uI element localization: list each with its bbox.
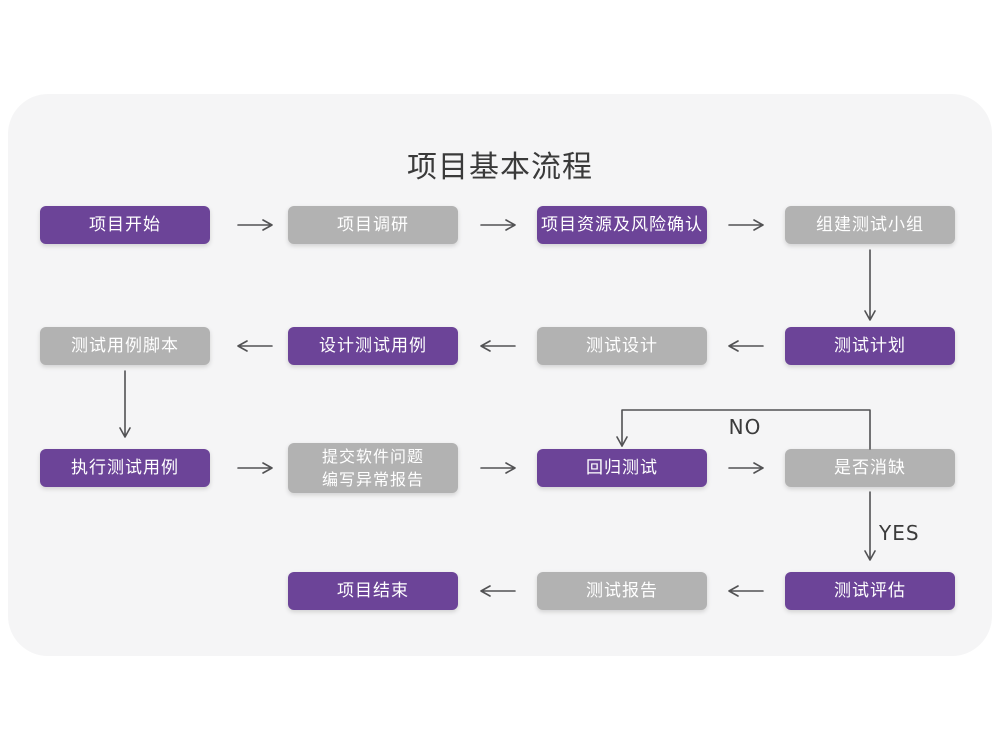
node-label: 项目调研 (337, 214, 409, 235)
node-project-end: 项目结束 (288, 572, 458, 610)
node-label: 项目开始 (89, 214, 161, 235)
node-label: 组建测试小组 (816, 214, 924, 235)
node-design-test-cases: 设计测试用例 (288, 327, 458, 365)
node-resources-risk-confirm: 项目资源及风险确认 (537, 206, 707, 244)
node-label: 测试设计 (586, 335, 658, 356)
node-label: 项目资源及风险确认 (541, 214, 703, 235)
node-project-research: 项目调研 (288, 206, 458, 244)
node-project-start: 项目开始 (40, 206, 210, 244)
node-label: 设计测试用例 (319, 335, 427, 356)
page-title: 项目基本流程 (407, 150, 593, 185)
node-label: 项目结束 (337, 580, 409, 601)
node-label: 测试评估 (834, 580, 906, 601)
node-label-line2: 编写异常报告 (321, 470, 424, 489)
node-submit-issues: 提交软件问题 编写异常报告 (288, 443, 458, 493)
node-defect-cleared: 是否消缺 (785, 449, 955, 487)
node-execute-test-cases: 执行测试用例 (40, 449, 210, 487)
node-label: 测试用例脚本 (71, 335, 179, 356)
node-test-design: 测试设计 (537, 327, 707, 365)
node-test-case-script: 测试用例脚本 (40, 327, 210, 365)
flowchart-card (8, 94, 992, 656)
node-label: 测试报告 (586, 580, 658, 601)
node-test-plan: 测试计划 (785, 327, 955, 365)
node-label-line1: 提交软件问题 (321, 447, 424, 466)
node-label: 测试计划 (834, 335, 906, 356)
node-test-report: 测试报告 (537, 572, 707, 610)
node-form-test-team: 组建测试小组 (785, 206, 955, 244)
node-label: 是否消缺 (834, 457, 906, 478)
node-regression-test: 回归测试 (537, 449, 707, 487)
node-test-evaluation: 测试评估 (785, 572, 955, 610)
node-label: 回归测试 (586, 457, 658, 478)
node-label: 执行测试用例 (71, 457, 179, 478)
